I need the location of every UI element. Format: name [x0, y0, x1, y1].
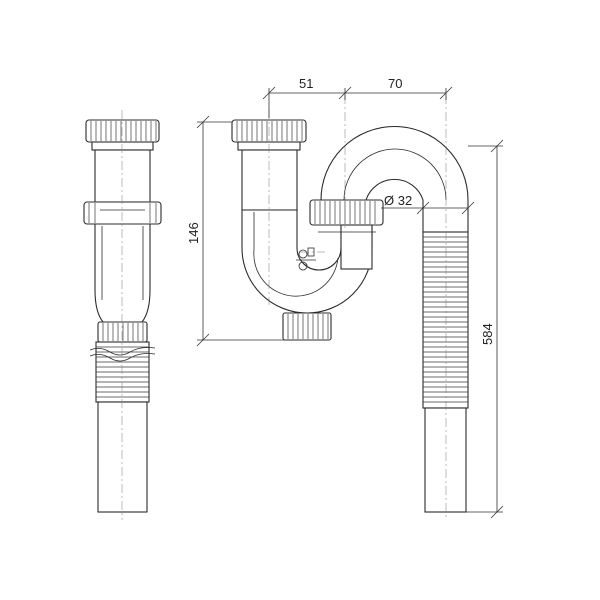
- dim-width-right: 70: [388, 76, 402, 91]
- front-outlet-pipe: [424, 407, 467, 513]
- side-corrugated-hose: [89, 341, 156, 403]
- side-view: [83, 110, 162, 520]
- side-tail-pipe: [94, 149, 151, 203]
- front-u-bend: [241, 209, 373, 314]
- front-tail-pipe: [241, 149, 298, 211]
- side-lower-nut: [97, 321, 148, 343]
- side-middle-nut: [83, 201, 162, 225]
- dim-diameter: Ø 32: [384, 193, 412, 208]
- side-outlet-pipe: [97, 401, 148, 513]
- dimension-labels: 51 70 Ø 32 146 584: [186, 76, 495, 345]
- front-cleanout-plug: [282, 312, 332, 341]
- front-outlet-nut: [309, 199, 384, 270]
- dimension-lines: [196, 86, 504, 519]
- dim-height-trap: 146: [186, 222, 201, 244]
- side-top-nut: [85, 119, 160, 151]
- side-trap-body: [94, 223, 151, 323]
- dim-width-left: 51: [299, 76, 313, 91]
- front-view: [231, 95, 469, 520]
- front-corrugated-hose: [422, 231, 469, 409]
- dim-height-total: 584: [480, 323, 495, 345]
